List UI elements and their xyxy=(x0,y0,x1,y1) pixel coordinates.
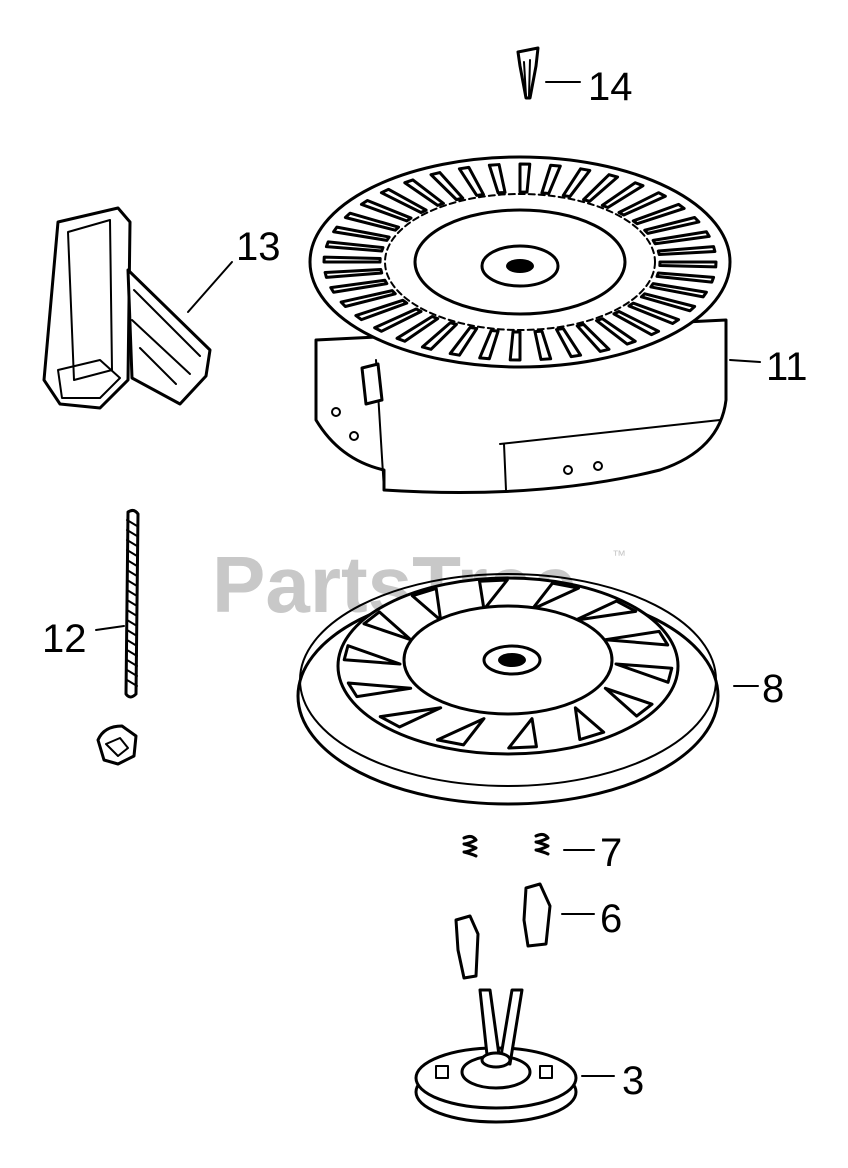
pulley-vane xyxy=(573,599,638,622)
pulley-vane xyxy=(346,681,413,699)
part-3-retainer[interactable] xyxy=(414,988,615,1124)
rope-twist-mark xyxy=(126,609,138,617)
pulley-vane xyxy=(478,578,509,611)
pulley-vane xyxy=(362,610,413,642)
part-8-pulley[interactable] xyxy=(296,573,759,806)
callout-3: 3 xyxy=(622,1059,644,1103)
part-14-pin[interactable] xyxy=(516,46,581,100)
housing-fin xyxy=(600,181,645,209)
housing-fin xyxy=(658,260,718,269)
housing-fin xyxy=(343,211,401,232)
part-13-handle[interactable] xyxy=(42,206,233,410)
rope-twist-mark xyxy=(126,599,138,607)
pulley-vane xyxy=(507,717,538,750)
part-6-pawls[interactable] xyxy=(454,882,595,980)
housing-fin xyxy=(420,321,458,351)
rope-twist-mark xyxy=(126,539,138,547)
housing-fin xyxy=(379,187,428,215)
callout-12: 12 xyxy=(42,617,87,661)
callout-14: 14 xyxy=(588,65,633,109)
housing-fin xyxy=(540,163,562,195)
pulley-vane xyxy=(410,586,443,622)
pulley-vane xyxy=(603,686,654,718)
housing-fin xyxy=(395,315,440,343)
housing-fin xyxy=(403,178,445,207)
pulley-vane xyxy=(435,717,486,747)
rope-twist-mark xyxy=(126,579,138,587)
pulley-vane xyxy=(530,581,581,611)
part-11-starter-housing[interactable] xyxy=(308,155,761,494)
housing-fin xyxy=(655,271,716,284)
callout-7: 7 xyxy=(600,831,622,875)
callout-13: 13 xyxy=(236,225,281,269)
housing-fin xyxy=(617,191,667,217)
pulley-vane xyxy=(378,706,443,729)
housing-fin xyxy=(457,165,485,197)
housing-fin xyxy=(631,202,686,226)
part-7-springs[interactable] xyxy=(462,832,595,858)
housing-fin xyxy=(656,245,717,257)
housing-fin xyxy=(332,225,391,242)
housing-fin xyxy=(612,309,661,337)
pulley-vane xyxy=(573,706,606,742)
rope-twist-mark xyxy=(126,549,138,557)
housing-fin xyxy=(561,167,592,199)
callout-6: 6 xyxy=(600,897,622,941)
housing-fin xyxy=(478,329,500,361)
rope-twist-mark xyxy=(126,679,138,687)
housing-fin xyxy=(359,199,413,223)
rope-twist-mark xyxy=(126,529,138,537)
housing-fin xyxy=(651,230,711,246)
rope-twist-mark xyxy=(126,639,138,647)
housing-fin xyxy=(518,162,532,194)
rope-twist-mark xyxy=(126,619,138,627)
pulley-vane xyxy=(614,662,674,684)
housing-fin xyxy=(322,255,382,264)
rope-twist-mark xyxy=(126,629,138,637)
housing-fin xyxy=(627,301,681,325)
housing-fin xyxy=(329,278,389,294)
callout-labels: 14 13 11 12 8 7 6 3 xyxy=(42,65,808,1103)
rope-twist-mark xyxy=(126,659,138,667)
housing-fin xyxy=(323,267,384,279)
rope-twist-mark xyxy=(126,559,138,567)
rope-twist-mark xyxy=(126,589,138,597)
housing-fin xyxy=(639,292,697,313)
housing-fin xyxy=(595,317,637,346)
housing-fin xyxy=(339,289,397,308)
watermark-trademark: ™ xyxy=(612,547,626,563)
housing-fin xyxy=(354,298,409,322)
housing-fin xyxy=(448,325,479,357)
housing-fin xyxy=(582,173,620,203)
housing-fin xyxy=(487,163,507,195)
pulley-vane xyxy=(342,644,402,666)
pulley-vane xyxy=(603,629,670,647)
housing-fin xyxy=(508,330,522,362)
rope-twist-mark xyxy=(126,669,138,677)
rope-twist-mark xyxy=(126,519,138,527)
callout-11: 11 xyxy=(766,345,808,389)
part-12-rope[interactable] xyxy=(95,508,140,766)
housing-fin xyxy=(324,240,385,253)
callout-8: 8 xyxy=(762,667,784,711)
housing-fin xyxy=(643,216,701,235)
housing-fin xyxy=(555,327,583,359)
housing-fin xyxy=(649,282,708,299)
rope-twist-mark xyxy=(126,569,138,577)
housing-fin xyxy=(575,322,611,353)
housing-fin xyxy=(533,329,553,361)
rope-twist-mark xyxy=(126,649,138,657)
housing-fin xyxy=(373,307,423,333)
housing-fin xyxy=(429,171,465,202)
